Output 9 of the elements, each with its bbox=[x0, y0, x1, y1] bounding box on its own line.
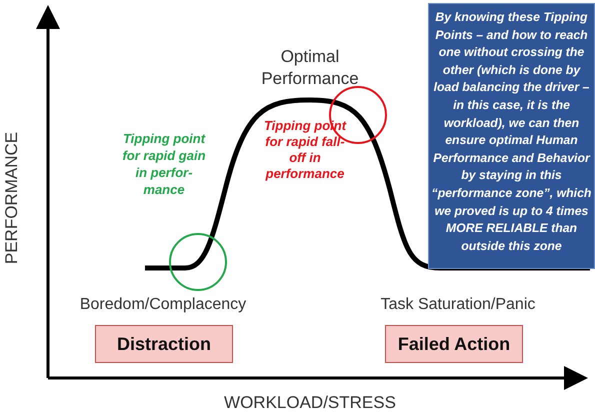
axis-label: PERFORMANCE bbox=[2, 130, 22, 266]
note-box: By knowing these Tipping Points – and how to reach one without crossing the other (which is done by load balancing the driver – in this case, it is the workload), we can then ensure optimal Human Performance and Behavior by staying in this “performance zone”, which we proved is up to 4 times MORE RELIABLE than outside this zone bbox=[428, 3, 595, 269]
zone-label: Task Saturation/Panic bbox=[380, 296, 536, 314]
process-box: Distraction bbox=[95, 325, 233, 363]
zone-label: Boredom/Complacency bbox=[78, 296, 248, 314]
axis-label: WORKLOAD/STRESS bbox=[223, 393, 397, 413]
process-box: Failed Action bbox=[385, 325, 523, 363]
peak-label: Optimal Performance bbox=[260, 46, 360, 90]
annotation-text: Tipping point for rapid gain in perfor- mance bbox=[121, 130, 207, 198]
